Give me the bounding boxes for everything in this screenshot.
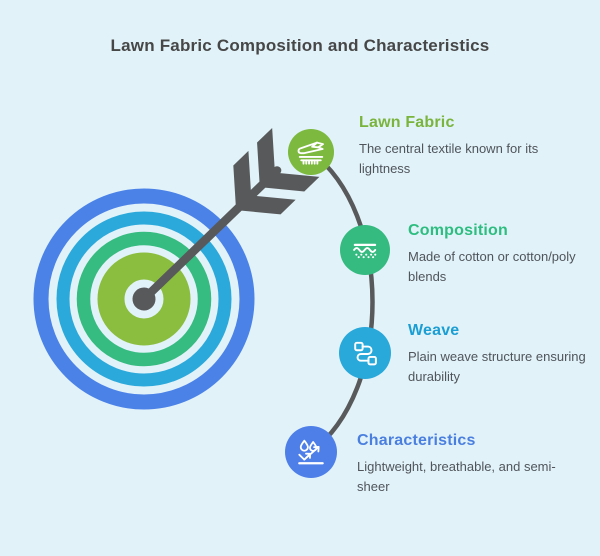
item-desc-lawn-fabric: The central textile known for its lightn… (359, 141, 539, 176)
node-circle-characteristics (285, 426, 337, 478)
target-ring-inner (97, 252, 191, 346)
node-lawn-fabric (288, 129, 334, 175)
arrow-shaft (144, 166, 282, 300)
target-arrow (132, 127, 320, 311)
arrow-fletching-outer (257, 127, 320, 192)
item-weave: Weave Plain weave structure ensuring dur… (408, 322, 600, 386)
item-characteristics: Characteristics Lightweight, breathable,… (357, 432, 562, 496)
item-desc-characteristics: Lightweight, breathable, and semi-sheer (357, 459, 556, 494)
node-weave (339, 327, 391, 379)
target-bullseye (33, 188, 255, 410)
item-desc-composition: Made of cotton or cotton/poly blends (408, 249, 576, 284)
item-lawn-fabric: Lawn Fabric The central textile known fo… (359, 114, 569, 178)
fabric-roll-icon (297, 141, 324, 165)
water-droplets-bounce-icon (298, 439, 324, 465)
connector-curve (308, 149, 375, 455)
fabric-layers-icon (353, 243, 377, 259)
item-label-lawn-fabric: Lawn Fabric (359, 114, 455, 131)
arrow-impact-dot (132, 287, 156, 311)
flow-path-icon (354, 341, 377, 366)
node-composition (340, 225, 390, 275)
item-label-characteristics: Characteristics (357, 432, 476, 449)
item-label-composition: Composition (408, 222, 508, 239)
target-ring-cyan (56, 211, 232, 387)
target-ring-outer (33, 188, 255, 410)
node-characteristics (285, 426, 337, 478)
arrow-fletching-inner (233, 150, 296, 215)
target-ring-emerald (76, 231, 212, 367)
item-label-weave: Weave (408, 322, 460, 339)
item-desc-weave: Plain weave structure ensuring durabilit… (408, 349, 586, 384)
page-title: Lawn Fabric Composition and Characterist… (110, 36, 490, 55)
item-composition: Composition Made of cotton or cotton/pol… (408, 222, 600, 286)
